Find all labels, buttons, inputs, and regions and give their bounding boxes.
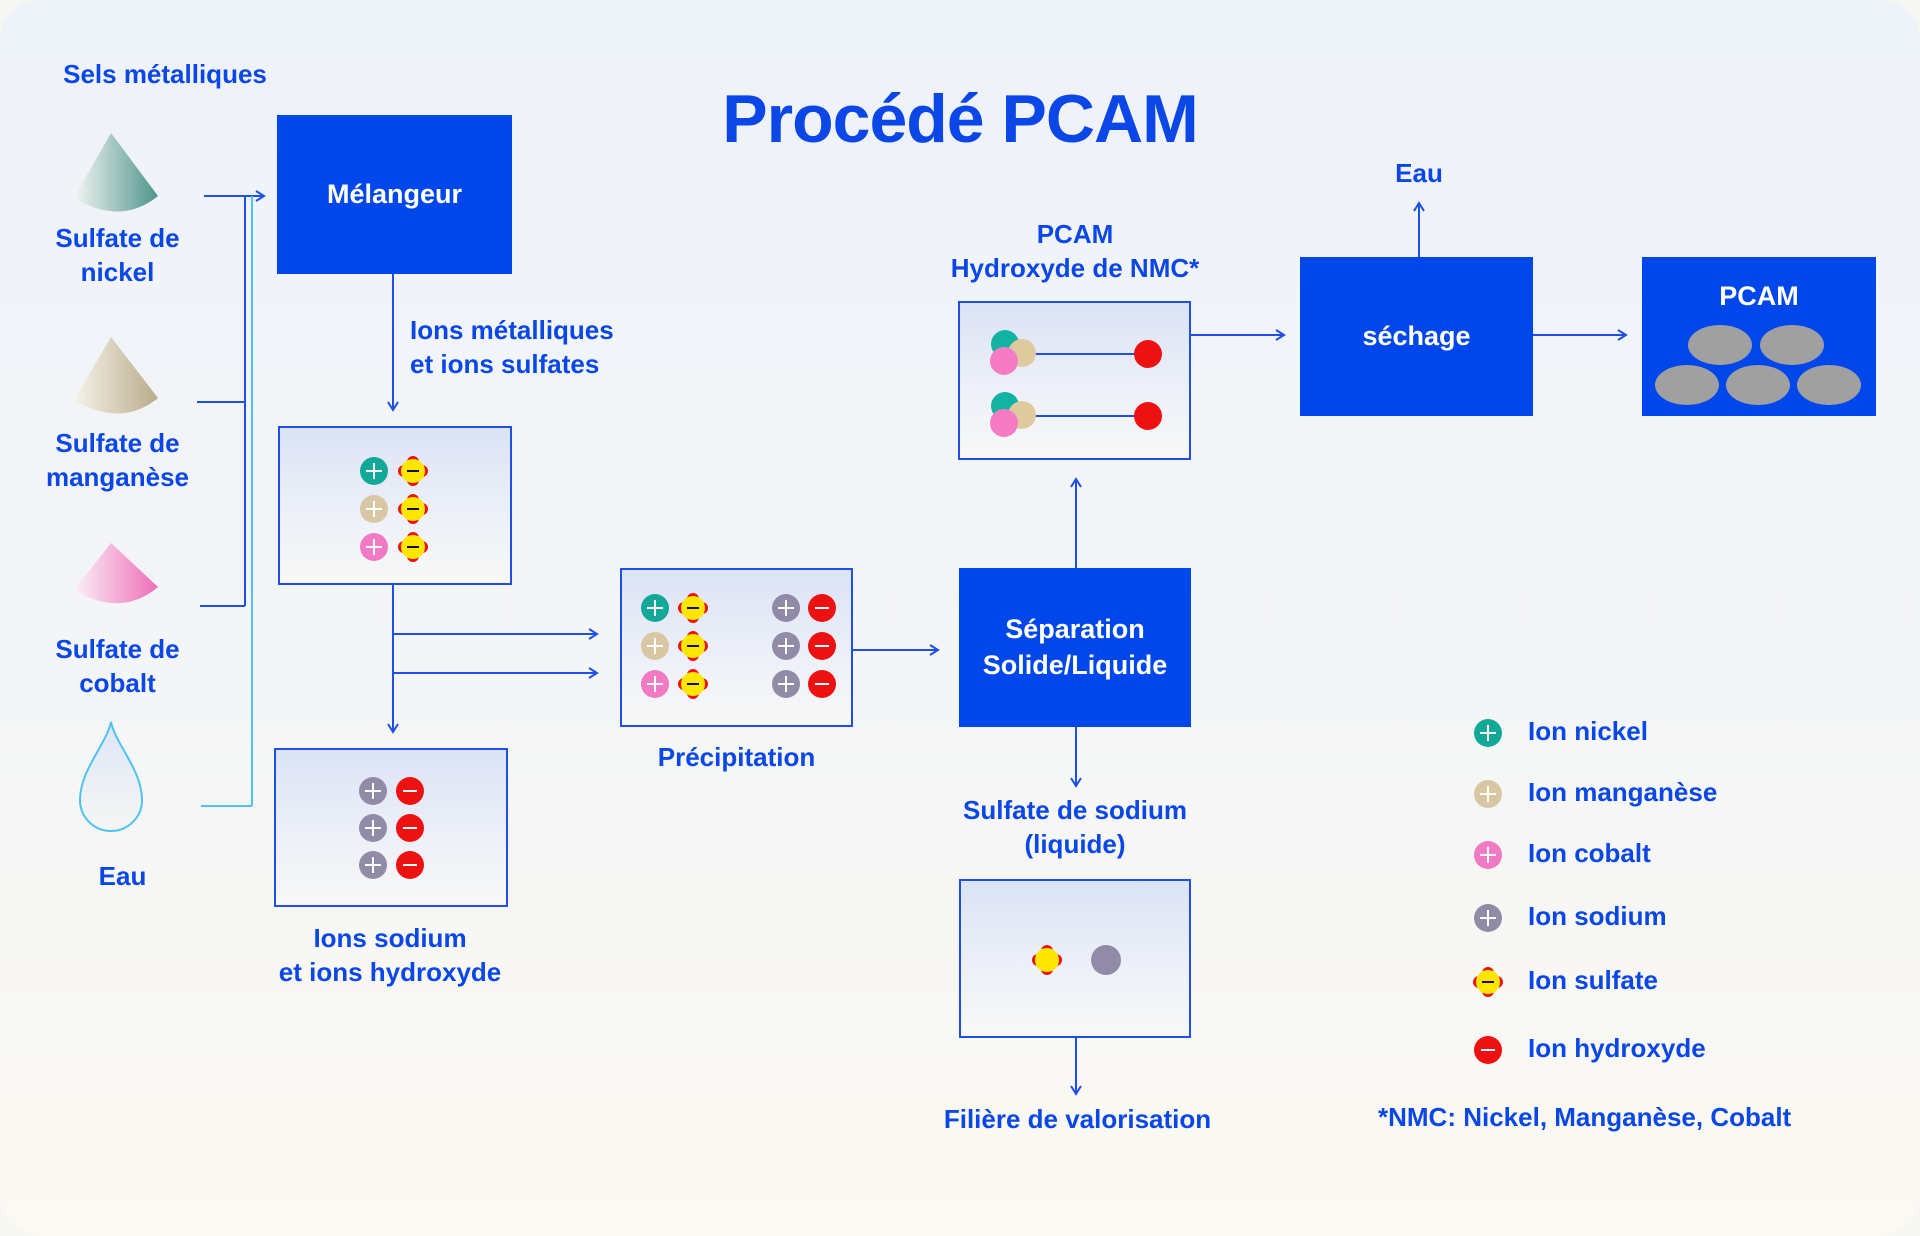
sodium-hydroxide-box — [274, 748, 508, 907]
separation-box: Séparation Solide/Liquide — [959, 568, 1191, 727]
pcam-pellet-icon — [1760, 325, 1824, 365]
cobalt-ion-icon — [641, 670, 669, 698]
sodium-ion-icon — [359, 814, 387, 842]
pcam-pellet-icon — [1655, 365, 1719, 405]
legend-label: Ion cobalt — [1528, 838, 1651, 868]
label-line: Sulfate de — [55, 223, 180, 253]
cobalt-cone-icon — [74, 543, 158, 604]
legend-label: Ion sodium — [1528, 901, 1667, 931]
inputs-header: Sels métalliques — [63, 59, 267, 89]
drying-box: séchage — [1300, 257, 1533, 416]
sodium-ion-icon — [359, 851, 387, 879]
water-out-label: Eau — [1395, 158, 1443, 188]
label-line: Ions sodium — [313, 923, 467, 953]
label-line: manganèse — [45, 461, 190, 492]
label-line: cobalt — [79, 667, 156, 698]
hydroxide-ion-icon — [808, 632, 836, 660]
sodium-ion-icon — [772, 594, 800, 622]
hydroxide-ion-icon — [396, 851, 424, 879]
input-label-manganese: Sulfate de manganèse — [20, 427, 215, 495]
pcam-pellet-icon — [1797, 365, 1861, 405]
label-line: Sulfate de — [55, 634, 180, 664]
legend-manganese-icon — [1474, 780, 1502, 808]
final-pcam-label: PCAM — [1719, 281, 1799, 311]
legend-label: Ion manganèse — [1528, 777, 1718, 807]
sulfate-ion-icon — [398, 456, 428, 486]
manganese-ion-icon — [641, 632, 669, 660]
input-label-cobalt: Sulfate de cobalt — [20, 633, 215, 701]
valorisation-label: Filière de valorisation — [943, 1104, 1212, 1134]
nickel-ion-icon — [641, 594, 669, 622]
legend-cobalt-icon — [1474, 841, 1502, 869]
legend-label: Ion sulfate — [1528, 965, 1659, 995]
mixer-output-label: Ions métalliques et ions sulfates — [410, 314, 614, 382]
pcam-hydroxide-box — [958, 301, 1191, 460]
nickel-cone-icon — [74, 133, 158, 212]
label-line: PCAM — [1036, 219, 1114, 249]
hydroxide-ion-icon — [396, 814, 424, 842]
sulfate-ion-icon — [678, 593, 708, 623]
label-line: Sulfate de sodium — [963, 795, 1187, 825]
label-line: Ions métalliques — [410, 315, 614, 345]
legend-nickel-icon — [1474, 719, 1502, 747]
sodium-sulfate-box — [959, 879, 1191, 1038]
label-line: et ions hydroxyde — [278, 956, 502, 987]
mixer-box: Mélangeur — [277, 115, 512, 274]
nickel-ion-icon — [360, 457, 388, 485]
precipitation-box — [620, 568, 853, 727]
metal-ions-box — [278, 426, 512, 585]
label-line: Hydroxyde de NMC* — [950, 252, 1200, 283]
manganese-ion-icon — [360, 495, 388, 523]
sulfate-ion-icon — [1032, 945, 1062, 975]
water-drop-icon — [78, 721, 144, 832]
legend-footnote: *NMC: Nickel, Manganèse, Cobalt — [1378, 1102, 1792, 1132]
pcam-pellet-icon — [1726, 365, 1790, 405]
sodium-sulfate-label: Sulfate de sodium (liquide) — [925, 794, 1225, 862]
label-line: (liquide) — [1024, 828, 1126, 859]
page-title: Procédé PCAM — [722, 81, 1198, 157]
sodium-ion-icon — [772, 670, 800, 698]
legend-sulfate-icon — [1473, 967, 1503, 997]
hydroxide-ion-icon — [808, 594, 836, 622]
sodium-ion-icon — [772, 632, 800, 660]
hydroxide-ion-icon — [808, 670, 836, 698]
cobalt-ion-icon — [360, 533, 388, 561]
sulfate-ion-icon — [678, 631, 708, 661]
legend-label: Ion hydroxyde — [1528, 1033, 1706, 1063]
nmc-hydroxide-molecules — [990, 330, 1162, 437]
mixer-label: Mélangeur — [326, 178, 463, 209]
input-label-nickel: Sulfate de nickel — [20, 222, 215, 290]
label-line: et ions sulfates — [410, 348, 600, 379]
pcam-pellet-icon — [1688, 325, 1752, 365]
sodium-hydroxide-label: Ions sodium et ions hydroxyde — [250, 922, 530, 990]
legend-hydroxide-icon — [1474, 1036, 1502, 1064]
sodium-ion-icon — [1091, 945, 1121, 975]
manganese-cone-icon — [74, 337, 158, 414]
legend-sodium-icon — [1474, 904, 1502, 932]
sulfate-ion-icon — [678, 669, 708, 699]
input-label-water: Eau — [98, 861, 147, 891]
final-pcam-box: PCAM — [1642, 257, 1876, 416]
label-line: nickel — [80, 256, 155, 287]
drying-label: séchage — [1362, 320, 1471, 351]
hydroxide-ion-icon — [396, 777, 424, 805]
sodium-ion-icon — [359, 777, 387, 805]
pcam-hydroxide-label: PCAM Hydroxyde de NMC* — [925, 218, 1225, 286]
label-line: Sulfate de — [55, 428, 180, 458]
sulfate-ion-icon — [398, 532, 428, 562]
label-line: Solide/Liquide — [982, 649, 1168, 680]
label-line: Séparation — [1005, 614, 1145, 645]
precipitation-label: Précipitation — [657, 742, 816, 772]
legend-label: Ion nickel — [1528, 716, 1648, 746]
sulfate-ion-icon — [398, 494, 428, 524]
